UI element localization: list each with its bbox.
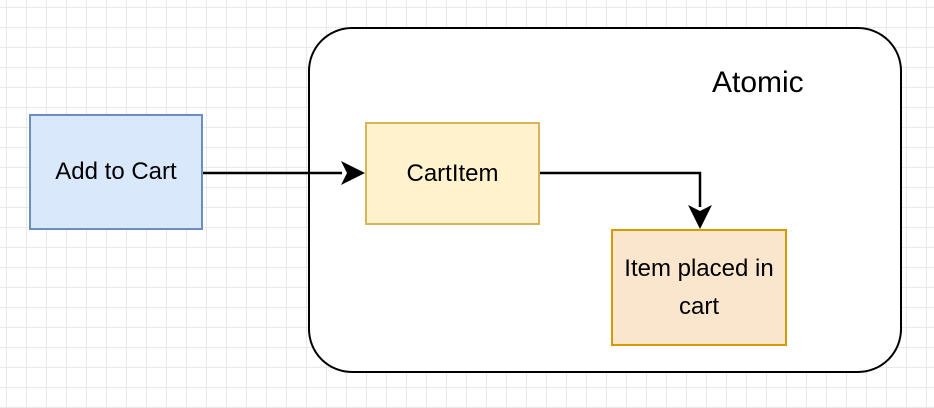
cart-item-node[interactable]: CartItem bbox=[365, 122, 540, 225]
item-placed-node[interactable]: Item placed in cart bbox=[611, 229, 787, 346]
item-placed-node-label: Item placed in cart bbox=[624, 254, 774, 320]
cart-item-node-label: CartItem bbox=[406, 159, 499, 187]
add-to-cart-node[interactable]: Add to Cart bbox=[29, 114, 203, 230]
atomic-container-label: Atomic bbox=[712, 66, 804, 99]
add-to-cart-node-label: Add to Cart bbox=[55, 158, 177, 185]
